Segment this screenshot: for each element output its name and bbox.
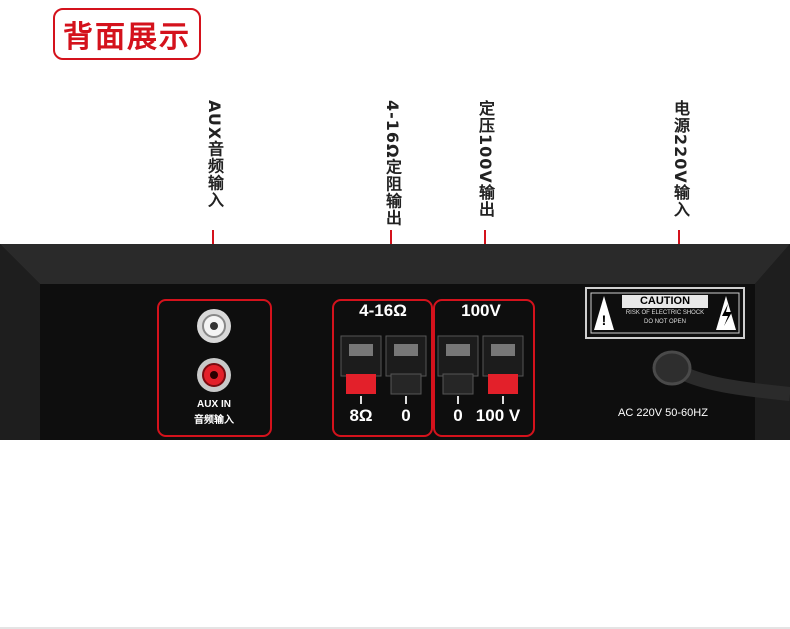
terminal-0-voltage[interactable] [437, 335, 479, 395]
callout-constant-resistance-output: 4-16Ω定阻输出 [383, 100, 402, 227]
bottom-divider [0, 627, 790, 629]
highlight-resistance-output [332, 299, 433, 437]
highlight-voltage-output [433, 299, 535, 437]
resistance-range-label: 4-16Ω [359, 301, 407, 320]
terminal-100v-label: 100 V [475, 406, 521, 425]
caution-title: CAUTION [639, 295, 691, 307]
callout-power-input: 电源220V输入 [671, 100, 690, 218]
svg-text:!: ! [602, 312, 607, 328]
rca-jack-white[interactable] [197, 309, 231, 343]
terminal-0-resistance[interactable] [385, 335, 427, 395]
terminal-100v[interactable] [482, 335, 524, 394]
aux-in-label-cn: 音频输入 [194, 415, 234, 426]
callout-aux-input: AUX音频输入 [205, 100, 224, 209]
terminal-8ohm[interactable] [340, 335, 382, 394]
highlight-aux-input [157, 299, 272, 437]
power-rating-label: AC 220V 50-60HZ [618, 407, 708, 419]
terminal-8ohm-label: 8Ω [349, 406, 373, 425]
voltage-header-label: 100V [461, 301, 501, 320]
callout-constant-voltage-output: 定压100V输出 [476, 100, 495, 218]
caution-label-plate [585, 287, 745, 339]
section-title-badge: 背面展示 [53, 8, 201, 60]
terminal-0-voltage-label: 0 [453, 406, 463, 425]
caution-line-2: DO NOT OPEN [644, 319, 686, 325]
caution-line-1: RISK OF ELECTRIC SHOCK [625, 310, 705, 316]
section-title: 背面展示 [63, 20, 191, 55]
terminal-0-resistance-label: 0 [401, 406, 411, 425]
aux-in-label: AUX IN [197, 399, 231, 410]
rca-jack-red[interactable] [197, 358, 231, 392]
power-cable [652, 350, 790, 401]
amplifier-rear-panel: ! [0, 244, 790, 440]
